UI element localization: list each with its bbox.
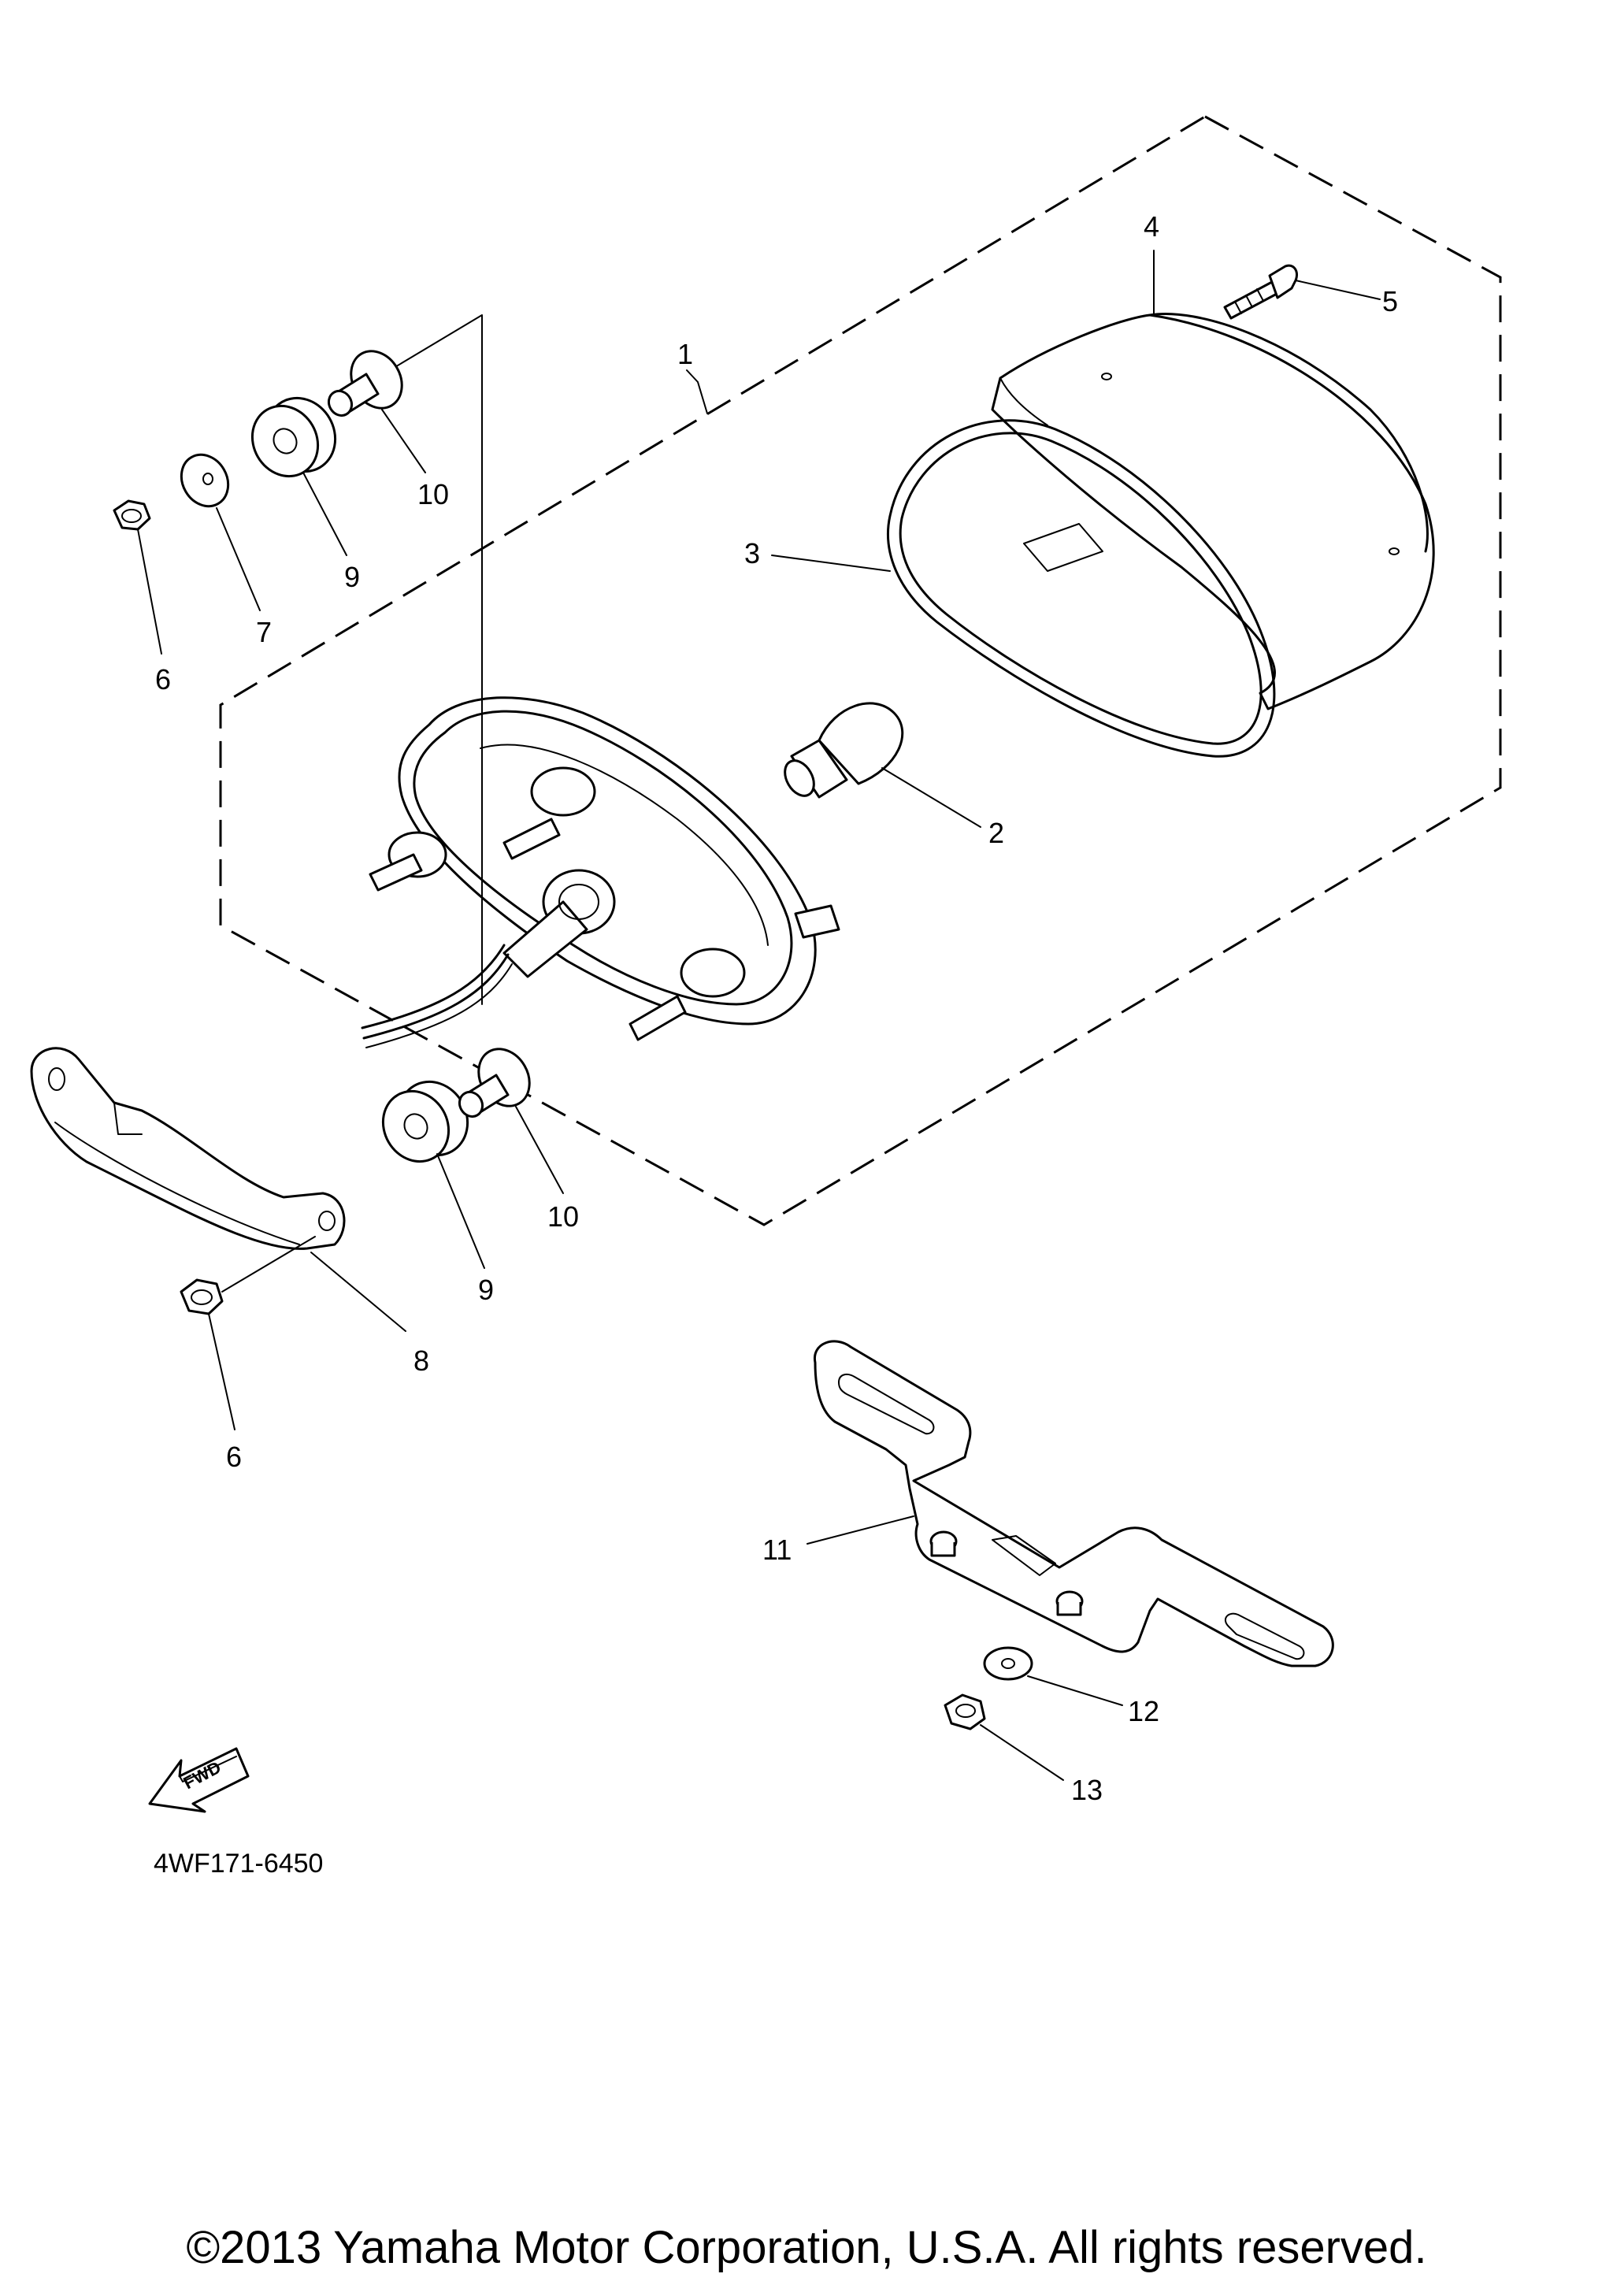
leader-9b xyxy=(436,1153,485,1269)
callout-10-lower: 10 xyxy=(547,1200,579,1233)
leader-8 xyxy=(310,1252,406,1332)
collar-10-lower xyxy=(458,1048,531,1118)
washer-12 xyxy=(983,1646,1033,1681)
leader-11 xyxy=(806,1515,914,1545)
callout-9-lower: 9 xyxy=(478,1274,494,1306)
bulb-part xyxy=(784,702,904,799)
diagram-code: 4WF171-6450 xyxy=(154,1849,323,1879)
leader-6a xyxy=(137,529,162,655)
callout-13: 13 xyxy=(1071,1774,1103,1806)
leader-13 xyxy=(980,1724,1064,1781)
callout-10-upper: 10 xyxy=(417,478,449,510)
callout-12: 12 xyxy=(1128,1695,1159,1727)
leader-5 xyxy=(1295,280,1381,300)
callout-2: 2 xyxy=(988,817,1004,849)
leader-3 xyxy=(771,555,891,572)
callout-6-lower: 6 xyxy=(226,1441,242,1473)
callout-3: 3 xyxy=(744,537,760,569)
leader-6b xyxy=(208,1313,235,1430)
taillight-base-part xyxy=(361,696,840,1048)
leader-1 xyxy=(686,369,708,414)
nut-6-lower xyxy=(180,1278,224,1315)
callout-6-upper: 6 xyxy=(155,663,171,695)
leader-10a-label xyxy=(381,409,426,473)
callout-9-upper: 9 xyxy=(344,561,360,593)
grommet-9-upper xyxy=(250,396,337,478)
collar-10-upper xyxy=(327,350,403,417)
leader-10a xyxy=(389,314,483,1005)
gasket-part xyxy=(887,419,1276,758)
assembly-boundary xyxy=(219,115,1502,1226)
leader-12 xyxy=(1027,1675,1123,1706)
leader-7 xyxy=(216,507,261,611)
washer-7 xyxy=(180,453,230,508)
nut-6-upper xyxy=(113,499,151,531)
callout-1: 1 xyxy=(677,338,693,370)
nut-13 xyxy=(944,1693,986,1730)
copyright-notice: ©2013 Yamaha Motor Corporation, U.S.A. A… xyxy=(186,2222,1427,2273)
callout-7: 7 xyxy=(256,616,272,648)
license-bracket-11 xyxy=(814,1340,1334,1667)
bolt-part xyxy=(1223,264,1298,320)
leader-2 xyxy=(881,767,981,828)
leader-bracket-nut xyxy=(221,1236,316,1293)
grommet-9-lower xyxy=(381,1080,469,1163)
leader-9a xyxy=(302,472,347,556)
leader-10b xyxy=(515,1106,564,1194)
forward-arrow-icon: FWD xyxy=(148,1747,250,1813)
bracket-8 xyxy=(30,1047,346,1250)
lens-housing-part xyxy=(991,313,1435,710)
callout-11: 11 xyxy=(762,1534,792,1566)
callout-5: 5 xyxy=(1382,285,1398,317)
callout-8: 8 xyxy=(413,1345,429,1377)
callout-4: 4 xyxy=(1144,210,1159,243)
